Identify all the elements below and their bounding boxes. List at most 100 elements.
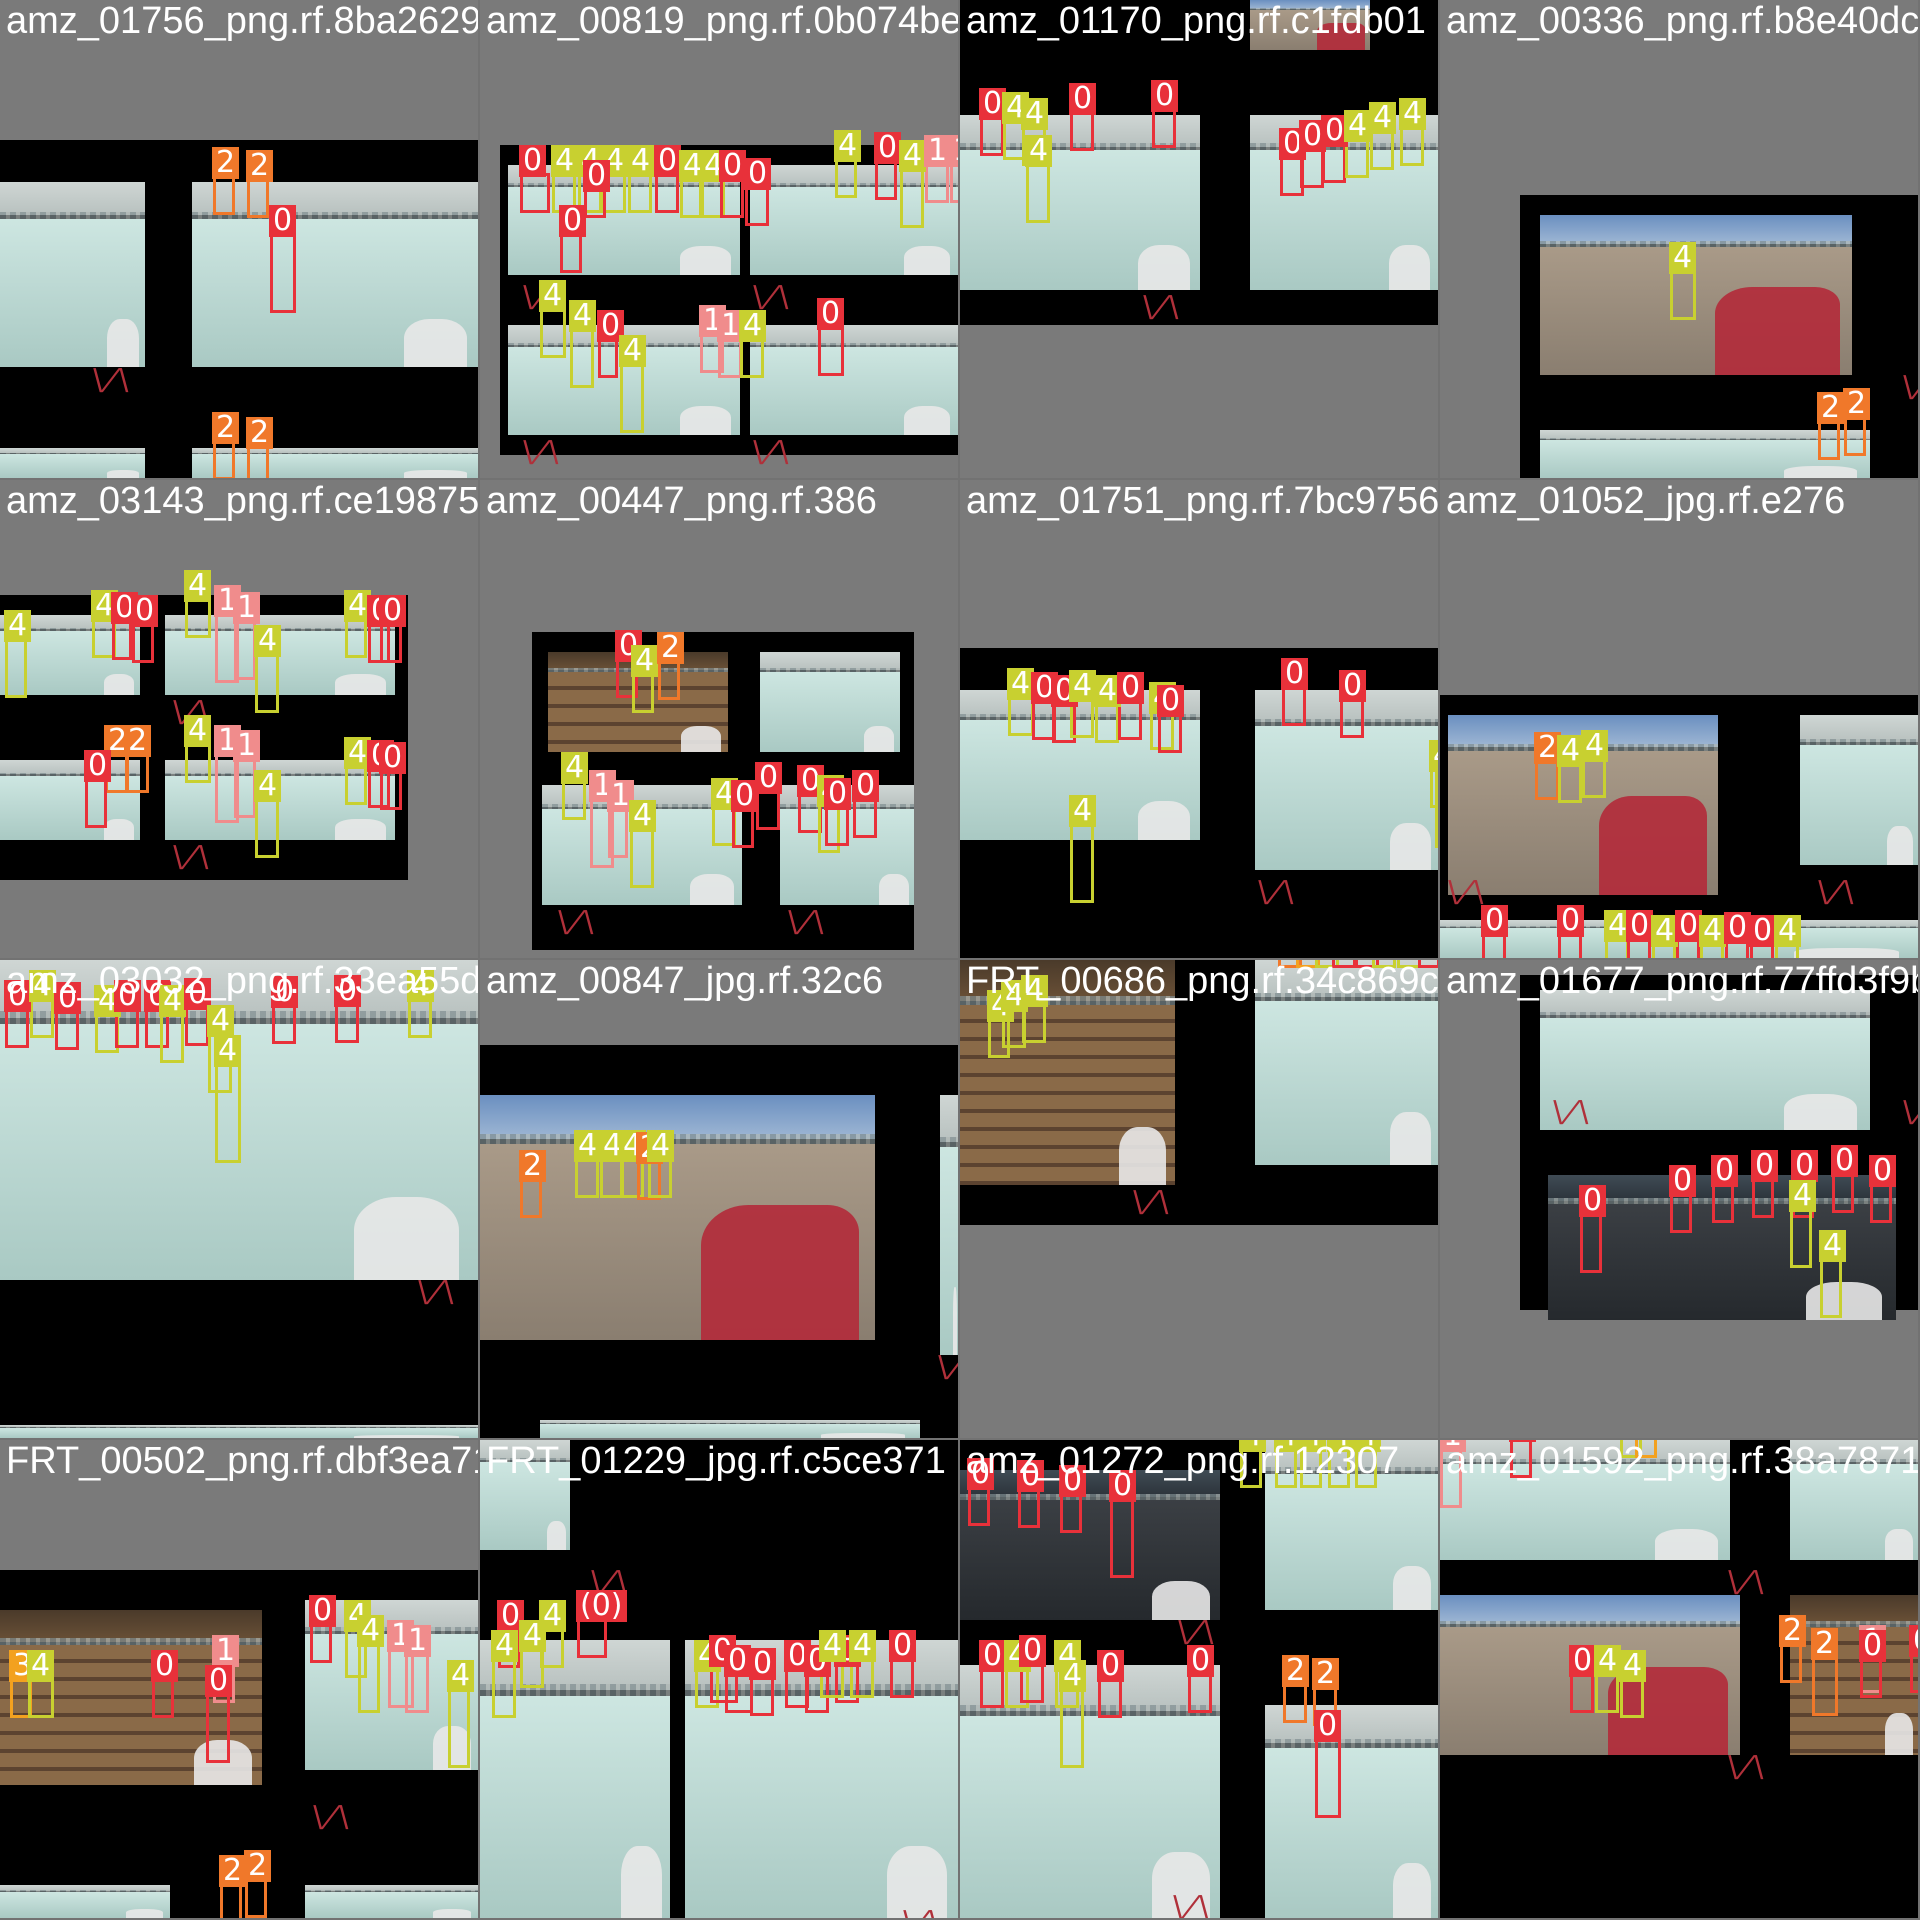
class-label: 1: [1440, 1440, 1467, 1452]
class-label: 2: [657, 632, 685, 664]
class-label: 0: [1909, 1625, 1918, 1657]
class-label: 0: [4, 980, 32, 1012]
class-label: 4: [407, 970, 435, 1002]
camera-frame: [0, 448, 145, 478]
mosaic-tile: ╲╱╲╲╱╲04241144000400amz_00447_png.rf.386: [480, 480, 958, 958]
detection-box: [980, 1668, 1004, 1708]
mosaic-tile: ╲╱╲╲╱╲431004422100amz_01592_png.rf.38a78…: [1440, 1440, 1918, 1918]
class-label: 0: [874, 132, 902, 164]
team-logo-icon: ╲╱╲: [520, 442, 560, 464]
mosaic-tile: ╲╱╲44423400440FRT_00686_png.rf.34c869c: [960, 960, 1438, 1438]
detection-box: [835, 158, 857, 198]
class-label: 4: [344, 737, 372, 769]
class-label: 0: [1569, 1645, 1597, 1677]
detection-box: [5, 638, 27, 698]
class-label: 2: [1811, 1628, 1839, 1660]
detection-box: [1910, 1653, 1918, 1693]
class-label: 4: [1557, 735, 1585, 767]
class-label: 4: [1299, 1440, 1327, 1452]
class-label: 4: [1094, 675, 1122, 707]
mosaic-tile: ╲╱╲╲╱╲╲╱╲╲╱╲0444404400004041144041140amz…: [480, 0, 958, 478]
detection-box: [408, 998, 432, 1038]
class-label: 0: [84, 750, 112, 782]
camera-frame: [192, 448, 478, 478]
class-label: 0: [1017, 1460, 1045, 1492]
detection-box: [1345, 138, 1369, 178]
class-label: 4: [1354, 1440, 1382, 1452]
detection-box: [560, 233, 582, 273]
team-logo-icon: ╲╱╲: [588, 1572, 628, 1594]
class-label: 4: [214, 1035, 242, 1067]
class-label: 0: [1117, 672, 1145, 704]
detection-box: [900, 168, 924, 228]
detection-box: [950, 163, 958, 203]
class-label: 0: [1626, 910, 1654, 942]
class-label: 2: [244, 1850, 272, 1882]
class-label: 0: [1097, 1650, 1125, 1682]
class-label: 4: [447, 1660, 475, 1692]
detection-box: [1712, 1183, 1734, 1223]
detection-box: [247, 178, 269, 218]
detection-box: [520, 173, 550, 213]
image-filename-caption: amz_00447_png.rf.386: [486, 480, 877, 522]
camera-frame: [750, 325, 958, 435]
detection-box: [1620, 1440, 1642, 1458]
detection-box: [1418, 960, 1438, 968]
detection-box: [1820, 1258, 1842, 1318]
team-logo-icon: ╲╱╲: [555, 912, 595, 934]
detection-box: [980, 116, 1004, 156]
class-label: 0: [559, 205, 587, 237]
detection-box: [1400, 126, 1424, 166]
detection-box: [448, 1688, 470, 1768]
class-label: 4: [1344, 110, 1372, 142]
detection-box: [520, 1178, 542, 1218]
detection-box: [1340, 698, 1364, 738]
detection-box: [1060, 1493, 1082, 1533]
camera-frame: [1250, 0, 1370, 50]
team-logo-icon: ╲╱╲: [1140, 297, 1180, 319]
detection-box: [1296, 960, 1320, 968]
class-label: 0: [1321, 115, 1349, 147]
class-label: 0: [979, 1640, 1007, 1672]
camera-frame: [0, 760, 140, 840]
image-filename-caption: amz_03143_png.rf.ce19875: [6, 480, 478, 522]
detection-box: [1620, 1678, 1644, 1718]
team-logo-icon: ╲╱╲: [900, 1910, 939, 1918]
class-label: 4: [561, 752, 589, 784]
detection-box: [890, 1658, 914, 1698]
detection-box: [825, 806, 849, 846]
class-label: 0: [979, 88, 1007, 120]
class-label: 0: [269, 205, 297, 237]
camera-frame: [1255, 960, 1438, 1165]
camera-frame: [1790, 1440, 1918, 1560]
detection-box: [1283, 1683, 1307, 1723]
detection-box: [925, 163, 949, 203]
detection-box: [1570, 1673, 1594, 1713]
class-label: 0: [1859, 1630, 1887, 1662]
class-label: 0: [271, 976, 299, 1008]
class-label: 0: [1751, 1150, 1779, 1182]
image-filename-caption: amz_00847_jpg.rf.32c6: [486, 960, 884, 1002]
mosaic-tile: ╲╱╲3401004411422FRT_00502_png.rf.dbf3ea7…: [0, 1440, 478, 1918]
detection-box: [1332, 960, 1356, 968]
class-label: 1: [212, 1635, 240, 1667]
detection-box: [1118, 700, 1142, 740]
class-label: 0: [1869, 1155, 1897, 1187]
class-label: 2: [1282, 1655, 1310, 1687]
detection-box: [1832, 1173, 1854, 1213]
class-label: 4: [184, 715, 212, 747]
detection-box: [215, 1063, 241, 1163]
class-label: 4: [551, 145, 579, 177]
class-label: 4: [739, 310, 767, 342]
camera-frame: [0, 1425, 478, 1438]
class-label: 4: [629, 800, 657, 832]
class-label: 2: [212, 412, 240, 444]
detection-box: [1818, 420, 1840, 460]
detection-box: [132, 623, 154, 663]
class-label: 0: [1711, 1155, 1739, 1187]
class-label: 0: [54, 982, 82, 1014]
detection-box: [55, 1010, 79, 1050]
